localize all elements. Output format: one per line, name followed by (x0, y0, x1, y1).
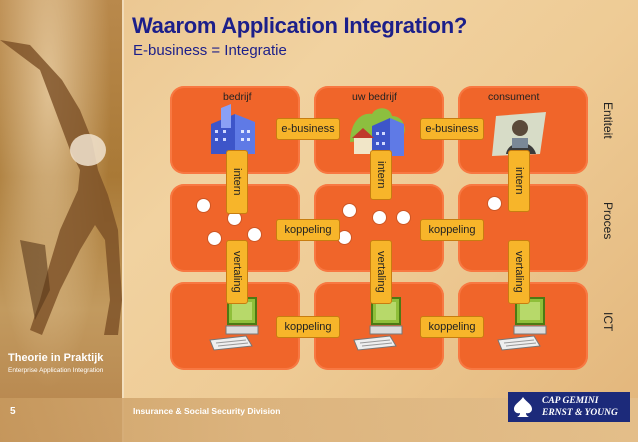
divider (122, 0, 124, 442)
building-tree-icon (350, 108, 405, 156)
page-subtitle: E-business = Integratie (133, 42, 287, 59)
theme-title: Theorie in Praktijk (8, 352, 104, 364)
division-label: Insurance & Social Security Division (133, 406, 281, 416)
process-dot (228, 212, 241, 225)
vertaling-link-consument: vertaling (508, 240, 530, 304)
e-business-link-1: e-business (276, 118, 340, 140)
vertaling-link-uw-bedrijf: vertaling (370, 240, 392, 304)
row-label-proces: Proces (601, 202, 615, 240)
process-dot (397, 211, 410, 224)
process-dot (338, 231, 351, 244)
computer-icon (497, 297, 547, 351)
koppeling-proces-2: koppeling (420, 219, 484, 241)
vertaling-link-bedrijf: vertaling (226, 240, 248, 304)
koppeling-ict-1: koppeling (276, 316, 340, 338)
building-icon (211, 104, 255, 154)
process-dot (248, 228, 261, 241)
intern-link-bedrijf: intern (226, 150, 248, 214)
koppeling-proces-1: koppeling (276, 219, 340, 241)
intern-link-uw-bedrijf: intern (370, 150, 392, 200)
row-label-ict: ICT (601, 312, 615, 332)
background-photo (0, 0, 122, 442)
process-dot (208, 232, 221, 245)
process-dot (197, 199, 210, 212)
column-label-bedrijf: bedrijf (223, 91, 252, 103)
page-number: 5 (10, 406, 16, 417)
koppeling-ict-2: koppeling (420, 316, 484, 338)
logo-line-1: CAP GEMINI (542, 396, 599, 406)
intern-link-consument: intern (508, 150, 530, 212)
logo-line-2: ERNST & YOUNG (542, 408, 618, 418)
theme-subtitle: Enterprise Application Integration (8, 367, 104, 374)
process-dot (343, 204, 356, 217)
column-label-uw-bedrijf: uw bedrijf (352, 91, 397, 103)
gymnast-silhouette-icon (0, 40, 122, 335)
process-dot (488, 197, 501, 210)
column-label-consument: consument (488, 91, 540, 103)
process-dot (373, 211, 386, 224)
row-label-entiteit: Entiteit (601, 102, 615, 139)
page-title: Waarom Application Integration? (132, 13, 467, 38)
footer-theme: Theorie in Praktijk Enterprise Applicati… (8, 352, 103, 374)
company-logo: CAP GEMINI ERNST & YOUNG (508, 392, 630, 422)
spade-logo-icon (508, 392, 538, 422)
e-business-link-2: e-business (420, 118, 484, 140)
